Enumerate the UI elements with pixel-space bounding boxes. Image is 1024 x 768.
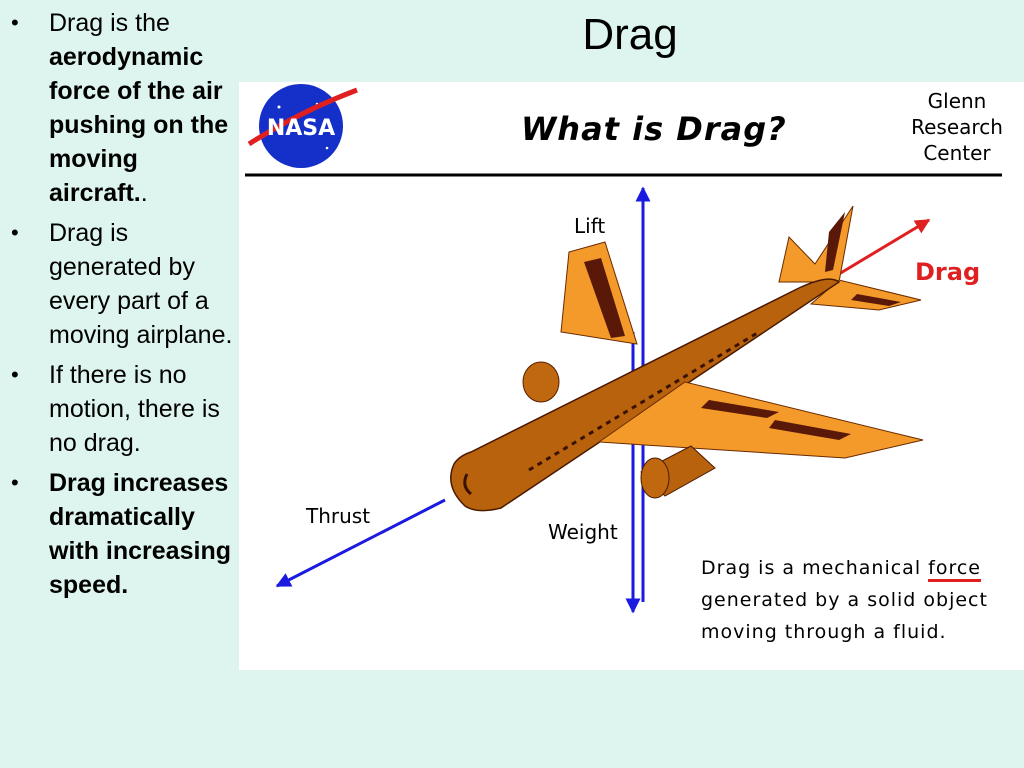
bullet-text: If there is no motion, there is no drag. [49,361,220,457]
weight-label: Weight [548,520,618,544]
bullet-item: Drag increases dramatically with increas… [8,466,233,602]
fuselage [450,278,841,512]
bullet-text: Drag is the [49,9,170,37]
nasa-logo: NASA [247,84,358,168]
nasa-logo-text: NASA [267,116,335,141]
center-line: Glenn [927,89,987,113]
lower-wing [597,381,924,459]
bullet-bold-text: aerodynamic force of the air pushing on … [49,43,229,207]
drag-figure: NASA [239,82,1024,670]
caption-line: moving through a fluid. [701,621,947,643]
caption-text: Drag is a mechanical [701,557,929,579]
caption-highlight: force [928,557,981,582]
bullet-list: Drag is the aerodynamic force of the air… [8,6,233,608]
thrust-label: Thrust [306,504,371,528]
bullet-text: . [140,179,148,207]
bullet-item: Drag is generated by every part of a mov… [8,216,233,352]
thrust-arrow [275,498,446,588]
bullet-bold-text: Drag increases dramatically with increas… [49,469,231,599]
glenn-research-center: Glenn Research Center [897,88,1017,166]
bullet-item: Drag is the aerodynamic force of the air… [8,6,233,210]
bullet-text: Drag is generated by every part of a mov… [49,219,233,349]
upper-wing-flap [584,258,625,338]
figure-heading: What is Drag? [521,110,787,148]
drag-label: Drag [915,258,981,286]
drag-arrow [838,218,931,276]
caption-line: generated by a solid object [701,589,988,611]
lift-label: Lift [574,214,606,238]
figure-graphics: NASA [245,84,1002,614]
center-line: Research [911,115,1003,139]
slide-title: Drag [582,10,678,59]
caption-line: Drag is a mechanical force [701,552,988,584]
center-line: Center [923,141,991,165]
airplane-illustration [450,205,924,512]
figure-caption: Drag is a mechanical force generated by … [701,552,988,648]
upper-engine [522,361,560,403]
bullet-item: If there is no motion, there is no drag. [8,358,233,460]
